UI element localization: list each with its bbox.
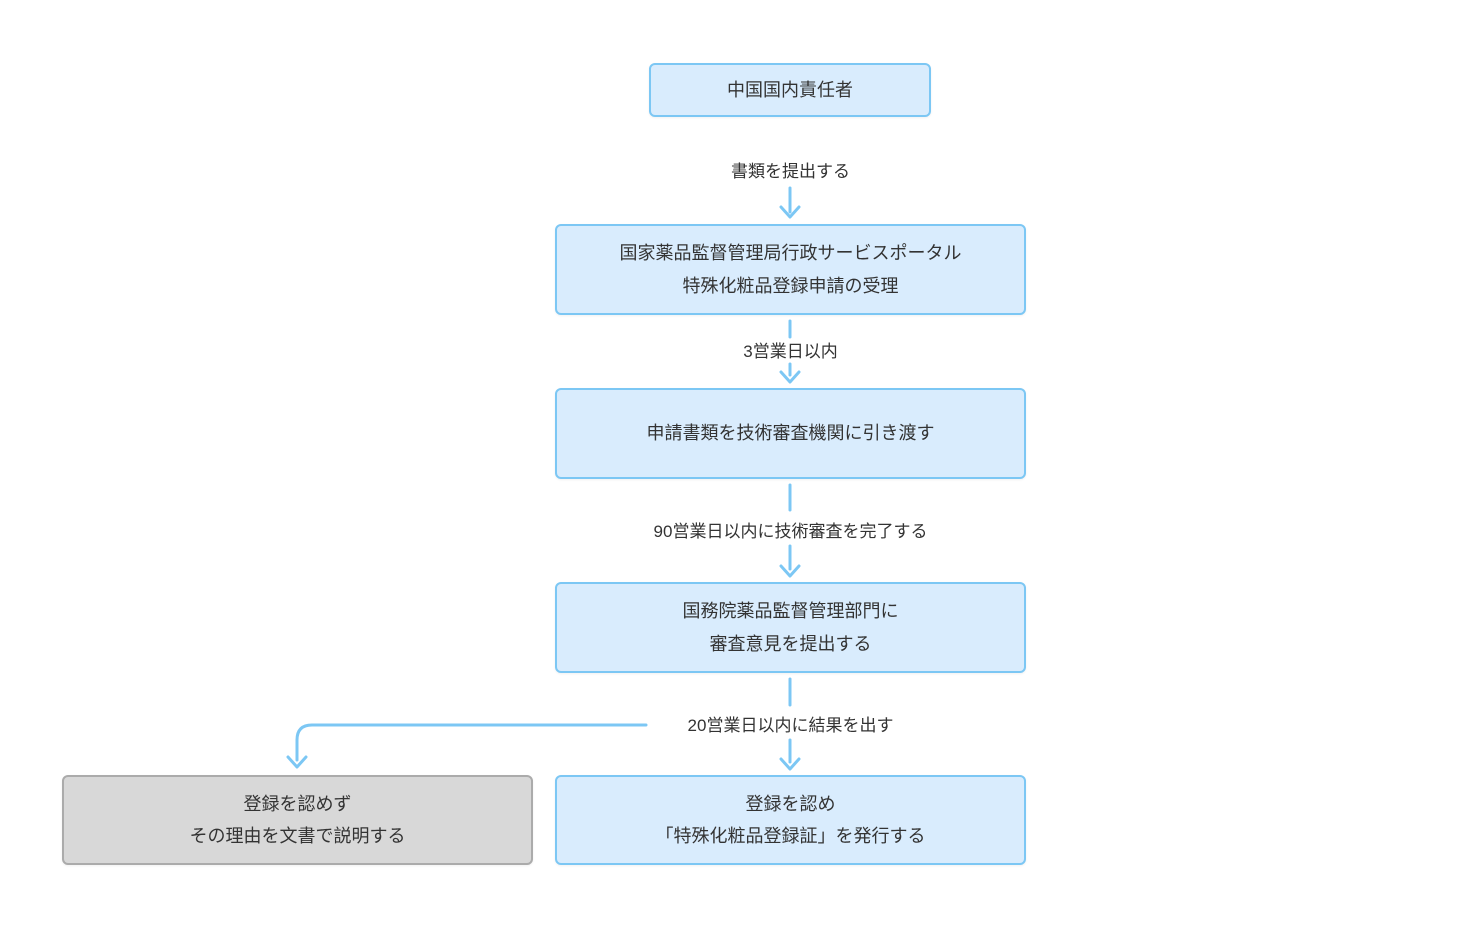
node-responsible-person: 中国国内責任者	[649, 63, 931, 117]
node-registration-approved: 登録を認め 「特殊化粧品登録証」を発行する	[555, 775, 1026, 865]
edge-label-within-3-business-days: 3営業日以内	[743, 342, 838, 361]
arrow-within3-head	[779, 370, 801, 384]
arrow-submit	[779, 186, 801, 219]
edge-label-within-90-business-days: 90営業日以内に技術審査を完了する	[653, 522, 928, 541]
node-submit-review-opinion: 国務院薬品監督管理部門に 審査意見を提出する	[555, 582, 1026, 673]
node-handover-technical-review: 申請書類を技術審査機関に引き渡す	[555, 388, 1026, 479]
arrow-submit-head	[779, 205, 801, 219]
edge-label-within-20-business-days: 20営業日以内に結果を出す	[687, 716, 894, 735]
arrow-branch-reject-head	[286, 755, 308, 769]
node-registration-rejected: 登録を認めず その理由を文書で説明する	[62, 775, 533, 865]
arrow-within20-head	[779, 757, 801, 771]
edge-label-submit-documents: 書類を提出する	[731, 162, 850, 181]
arrow-within90-head	[779, 564, 801, 578]
node-portal-acceptance: 国家薬品監督管理局行政サービスポータル 特殊化粧品登録申請の受理	[555, 224, 1026, 315]
